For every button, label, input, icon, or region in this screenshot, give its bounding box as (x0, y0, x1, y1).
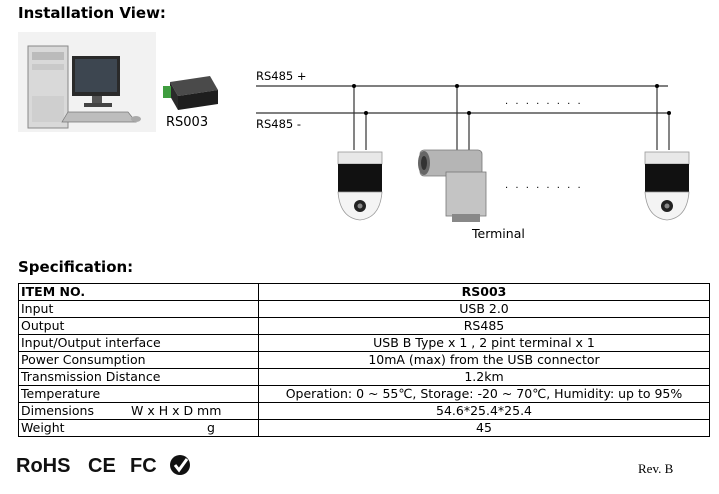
computer-illustration (18, 32, 156, 132)
bus-ellipsis: . . . . . . . . (505, 96, 583, 107)
fc-logo: FC (130, 455, 157, 477)
spec-label: Weight (21, 420, 65, 436)
header-model: RS003 (258, 283, 710, 301)
installation-view-title: Installation View: (18, 4, 166, 22)
specification-table: ITEM NO. RS003 Input USB 2.0 Output RS48… (18, 283, 710, 437)
spec-value: Operation: 0 ~ 55℃, Storage: -20 ~ 70℃, … (258, 385, 710, 403)
terminal-label: Terminal (471, 226, 525, 241)
revision-label: Rev. B (638, 461, 674, 476)
spec-label: Input (21, 301, 54, 317)
spec-value: RS485 (258, 317, 710, 335)
ptz-terminal-camera-icon (418, 149, 487, 222)
camera-ellipsis: . . . . . . . . (505, 180, 583, 191)
dome-camera-icon (644, 151, 690, 221)
spec-value: 54.6*25.4*25.4 (258, 402, 710, 420)
rohs-logo: RoHS (16, 455, 70, 477)
spec-value: 45 (258, 419, 710, 437)
table-row: Weight g 45 (18, 419, 710, 437)
certification-logos: RoHS CE FC (16, 455, 190, 477)
rs485-plus-label: RS485 + (256, 69, 307, 83)
spec-value: 1.2km (258, 368, 710, 386)
ce-logo: CE (88, 455, 116, 477)
table-row: Transmission Distance 1.2km (18, 368, 710, 386)
table-row: Dimensions W x H x D mm 54.6*25.4*25.4 (18, 402, 710, 420)
table-row: Power Consumption 10mA (max) from the US… (18, 351, 710, 369)
rs485-bus (256, 85, 670, 150)
spec-unit-note: g (207, 420, 215, 436)
rs485-minus-label: RS485 - (256, 117, 301, 131)
spec-label: Power Consumption (21, 352, 146, 368)
rs003-label: RS003 (166, 115, 208, 130)
table-row: Input USB 2.0 (18, 300, 710, 318)
spec-label: Transmission Distance (21, 369, 161, 385)
spec-value: 10mA (max) from the USB connector (258, 351, 710, 369)
rs003-device-illustration (163, 76, 218, 110)
spec-label: Output (21, 318, 65, 334)
table-row: Input/Output interface USB B Type x 1 , … (18, 334, 710, 352)
spec-value: USB 2.0 (258, 300, 710, 318)
specification-title: Specification: (18, 258, 134, 276)
dome-camera-icon (337, 151, 383, 221)
spec-label: Dimensions (21, 403, 94, 419)
header-item-no: ITEM NO. (18, 283, 259, 301)
table-header-row: ITEM NO. RS003 (18, 283, 710, 301)
c-tick-icon (170, 455, 190, 475)
spec-unit-note: W x H x D mm (131, 403, 222, 419)
spec-label: Temperature (21, 386, 101, 402)
table-row: Temperature Operation: 0 ~ 55℃, Storage:… (18, 385, 710, 403)
spec-value: USB B Type x 1 , 2 pint terminal x 1 (258, 334, 710, 352)
table-row: Output RS485 (18, 317, 710, 335)
spec-label: Input/Output interface (21, 335, 161, 351)
installation-diagram: RS003 RS485 + RS485 - . . . . . . . . (18, 32, 690, 241)
